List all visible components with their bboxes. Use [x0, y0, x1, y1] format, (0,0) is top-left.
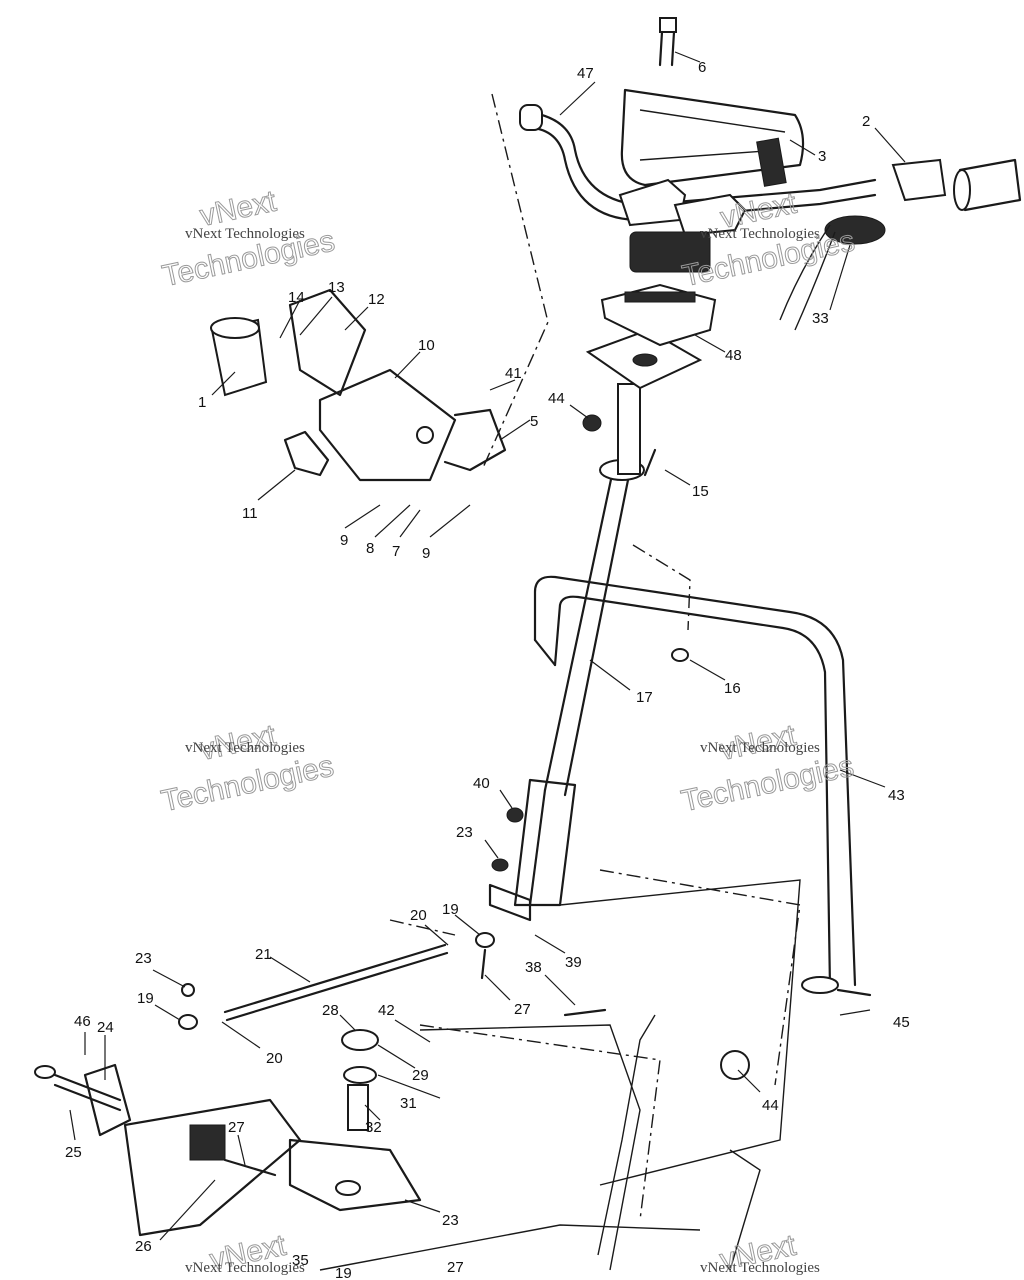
svg-text:vNext Technologies: vNext Technologies	[700, 226, 820, 242]
callout: 24	[97, 1019, 114, 1036]
callout: 44	[762, 1097, 779, 1114]
callout: 38	[525, 959, 542, 976]
callout: 20	[410, 907, 427, 924]
callout: 31	[400, 1095, 417, 1112]
callout: 23	[456, 824, 473, 841]
hardware-nuts	[181, 414, 872, 1080]
callout: 9	[422, 545, 430, 562]
callout: 32	[365, 1119, 382, 1136]
callout: 40	[473, 775, 490, 792]
callout: 39	[565, 954, 582, 971]
callout: 27	[447, 1259, 464, 1276]
callout: 14	[288, 289, 305, 306]
callout: 46	[74, 1013, 91, 1030]
callout: 23	[442, 1212, 459, 1229]
svg-text:vNext Technologies: vNext Technologies	[185, 226, 305, 242]
watermark-bottom-left: vNext vNext Technologies	[185, 1228, 305, 1277]
callout: 9	[340, 532, 348, 549]
brake-lever-assembly	[210, 288, 507, 482]
callout: 11	[242, 505, 258, 522]
callout: 19	[442, 901, 459, 918]
callout: 26	[135, 1238, 152, 1255]
svg-text:Technologies: Technologies	[678, 750, 856, 819]
spindle-knuckle	[34, 1063, 302, 1237]
callout: 41	[505, 365, 522, 382]
callout: 43	[888, 787, 905, 804]
bolt	[658, 17, 677, 67]
callout: 29	[412, 1067, 429, 1084]
callout: 5	[530, 413, 538, 430]
callout: 8	[366, 540, 374, 557]
steering-plate	[585, 283, 717, 390]
watermark-top-left: vNext vNext Technologies Technologies	[159, 184, 338, 294]
callout: 48	[725, 347, 742, 364]
handlebar-clamps	[618, 178, 747, 273]
callout-labels: 47 6 3 2 33 48 1 14 13 12 10 11 9 8 7 9 …	[65, 59, 910, 1280]
callout: 20	[266, 1050, 283, 1067]
callout: 17	[636, 689, 653, 706]
svg-text:Technologies: Technologies	[158, 750, 336, 819]
callout: 1	[198, 394, 206, 411]
throttle-cable	[779, 215, 886, 331]
svg-text:vNext Technologies: vNext Technologies	[185, 1260, 305, 1276]
watermark-bottom-right: vNext vNext Technologies	[700, 1228, 820, 1277]
callout: 28	[322, 1002, 339, 1019]
callout: 35	[292, 1252, 309, 1269]
svg-text:vNext Technologies: vNext Technologies	[700, 740, 820, 756]
callout: 23	[135, 950, 152, 967]
callout: 33	[812, 310, 829, 327]
handlebar-pad	[620, 88, 805, 187]
tie-rod	[178, 932, 495, 1030]
steering-post	[488, 383, 645, 922]
callout: 42	[378, 1002, 395, 1019]
leader-lines	[69, 51, 906, 1241]
watermark-mid-left: vNext vNext Technologies Technologies	[158, 718, 337, 819]
throttle-control	[891, 158, 1022, 212]
frame-body	[319, 879, 801, 1271]
callout: 6	[698, 59, 706, 76]
callout: 25	[65, 1144, 82, 1161]
callout: 19	[137, 990, 154, 1007]
callout: 12	[368, 291, 385, 308]
callout: 10	[418, 337, 435, 354]
callout: 19	[335, 1265, 352, 1280]
callout: 3	[818, 148, 826, 165]
steering-arm	[288, 1029, 422, 1212]
callout: 27	[514, 1001, 531, 1018]
callout: 2	[862, 113, 870, 130]
callout: 21	[255, 946, 272, 963]
watermark-mid-right: vNext vNext Technologies Technologies	[678, 718, 857, 819]
callout: 7	[392, 543, 400, 560]
callout: 45	[893, 1014, 910, 1031]
callout: 47	[577, 65, 594, 82]
svg-text:vNext Technologies: vNext Technologies	[700, 1260, 820, 1276]
callout: 13	[328, 279, 345, 296]
callout: 15	[692, 483, 709, 500]
callout: 16	[724, 680, 741, 697]
roll-bar	[533, 575, 857, 994]
svg-text:vNext Technologies: vNext Technologies	[185, 740, 305, 756]
callout: 27	[228, 1119, 245, 1136]
callout: 44	[548, 390, 565, 407]
